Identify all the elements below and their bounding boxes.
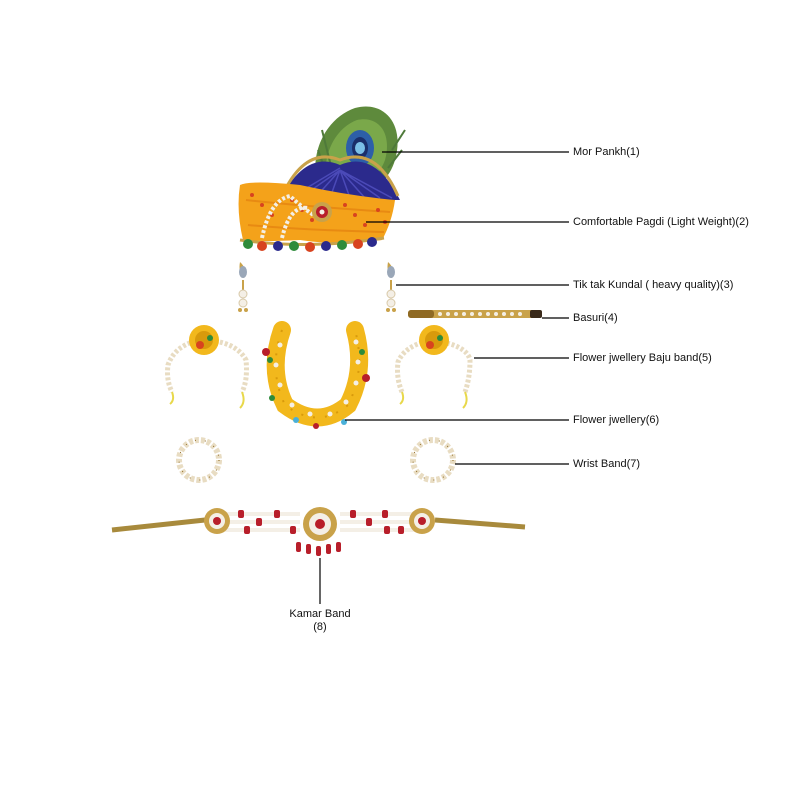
waist-belt-icon bbox=[111, 507, 526, 556]
label-basuri: Basuri(4) bbox=[573, 312, 618, 324]
label-wrist-band: Wrist Band(7) bbox=[573, 458, 641, 470]
label-baju-band: Flower jwellery Baju band(5) bbox=[573, 352, 712, 364]
necklace-icon bbox=[262, 321, 370, 429]
label-kamar-band: Kamar Band (8) bbox=[270, 608, 370, 634]
label-kundal: Tik tak Kundal ( heavy quality)(3) bbox=[573, 279, 734, 291]
flute-icon bbox=[408, 310, 542, 318]
label-kamar-band-number: (8) bbox=[313, 621, 327, 633]
leader-lines bbox=[319, 151, 569, 604]
turban-icon bbox=[238, 155, 400, 252]
bracelet-icon bbox=[176, 437, 456, 483]
armband-icon bbox=[165, 325, 473, 409]
label-mor-pankh: Mor Pankh(1) bbox=[573, 146, 640, 158]
label-kamar-band-name: Kamar Band bbox=[289, 608, 351, 620]
label-pagdi: Comfortable Pagdi (Light Weight)(2) bbox=[573, 216, 749, 228]
label-flower-jwellery: Flower jwellery(6) bbox=[573, 414, 660, 426]
earring-icon bbox=[238, 262, 396, 312]
